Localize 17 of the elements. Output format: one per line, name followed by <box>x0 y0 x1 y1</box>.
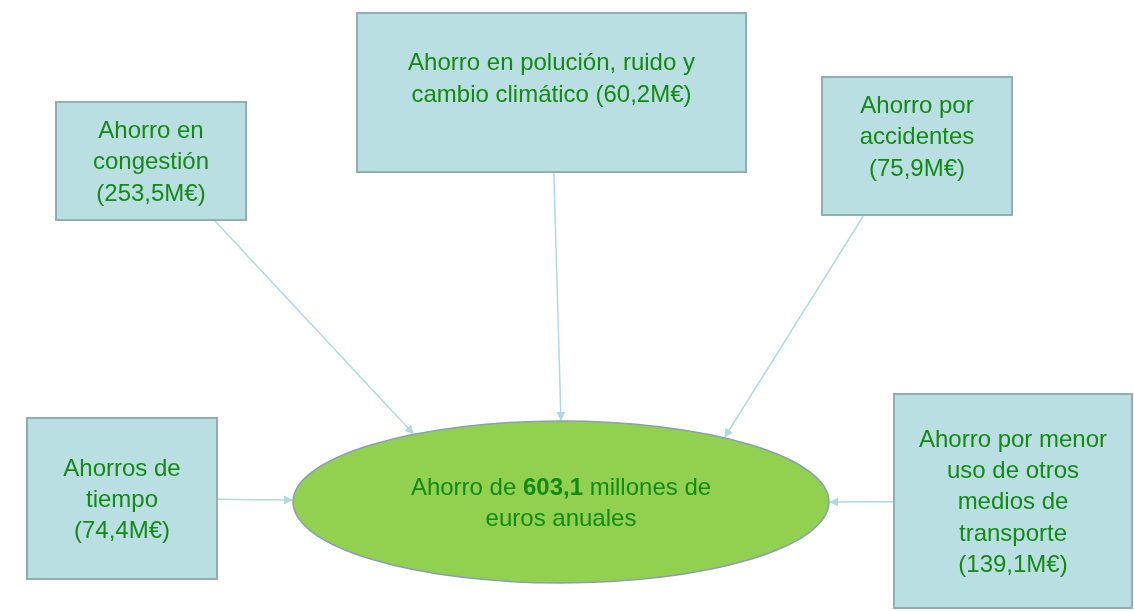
arrow <box>724 215 865 438</box>
node-text: Ahorro por accidentes (75,9M€) <box>858 90 976 183</box>
arrow <box>829 497 894 507</box>
arrow <box>553 172 566 421</box>
node-text: Ahorro en polución, ruido y cambio climático (60,2M€) <box>407 47 696 109</box>
node-text: Ahorro en congestión (253,5M€) <box>91 115 211 208</box>
node-text: Ahorros de tiempo (74,4M€) <box>62 452 182 546</box>
savings-box <box>821 76 1013 216</box>
savings-box <box>55 101 247 221</box>
savings-box <box>893 393 1133 609</box>
result-ellipse <box>292 420 830 584</box>
node-text: Ahorro por menor uso de otros medios de transporte (139,1M€) <box>917 424 1109 579</box>
savings-box <box>26 417 218 580</box>
arrow <box>217 495 293 505</box>
node-text: Ahorro de 603,1 millones de euros anuales <box>409 471 713 533</box>
savings-box <box>356 12 747 173</box>
arrow <box>214 220 414 435</box>
